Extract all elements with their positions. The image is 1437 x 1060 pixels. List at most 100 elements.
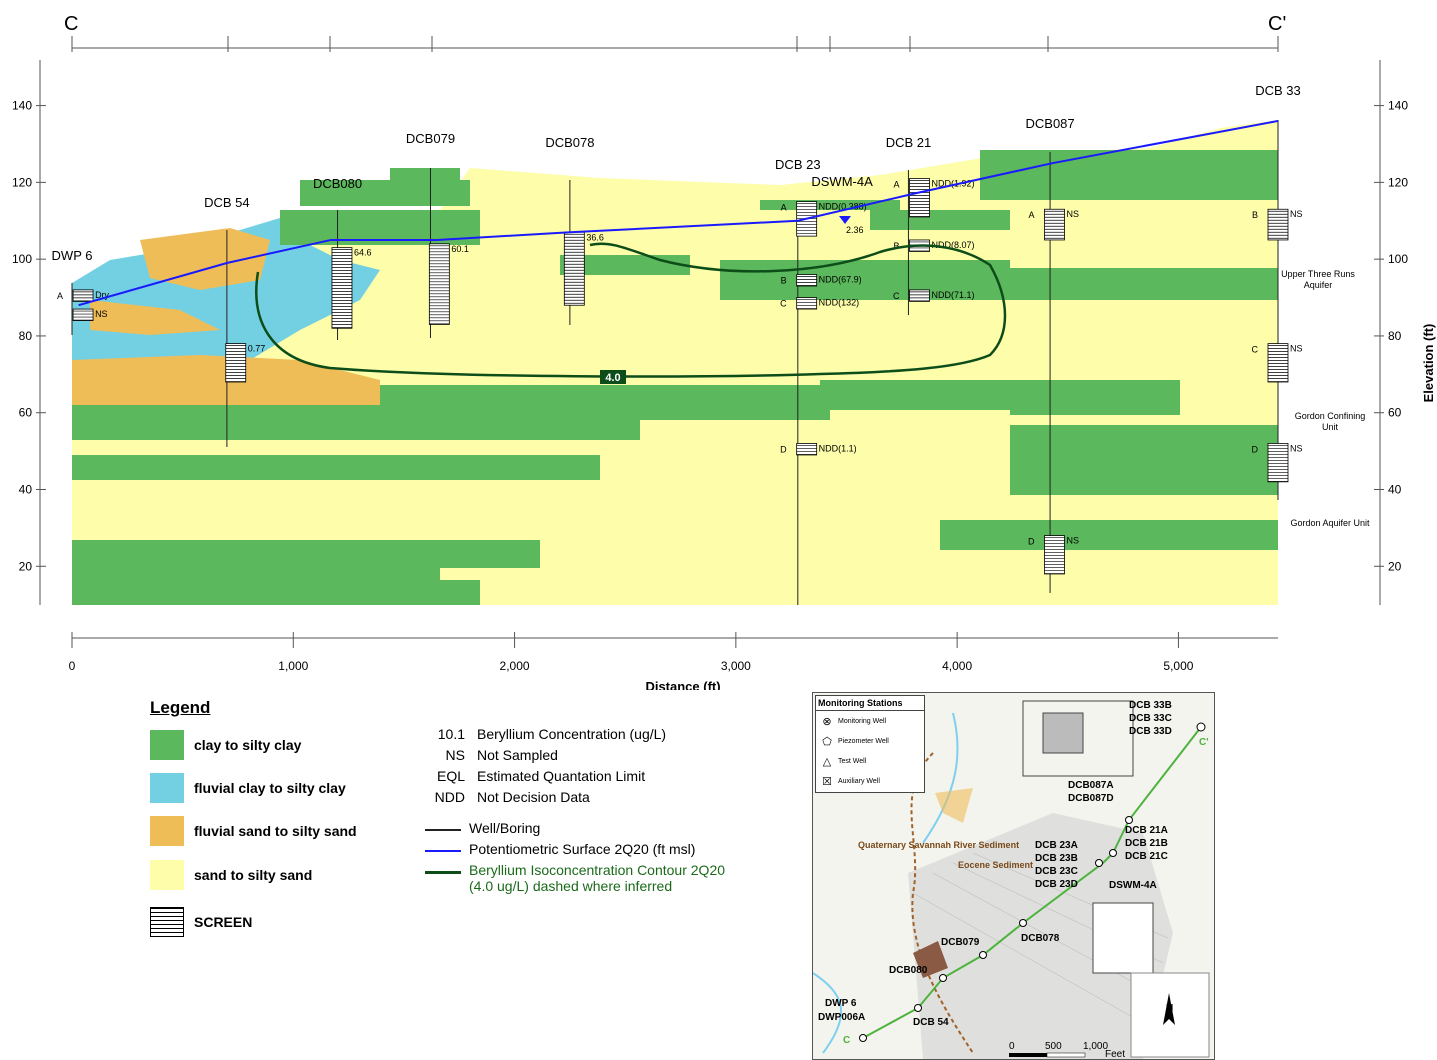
clay-band — [940, 520, 1278, 550]
legend-fluvial-clay-label: fluvial clay to silty clay — [194, 780, 346, 796]
y-tick-label: 100 — [12, 252, 32, 266]
x-tick-label: 4,000 — [942, 659, 972, 673]
well-label: DCB 54 — [204, 195, 250, 210]
screen-value: 64.6 — [354, 248, 372, 258]
screen-zone: D — [1252, 444, 1259, 454]
x-tick-label: 0 — [69, 659, 76, 673]
y-tick-label: 80 — [19, 329, 33, 343]
screen: NSD — [1028, 535, 1079, 575]
map-label: C — [843, 1035, 850, 1046]
map-label: DCB 23B — [1035, 853, 1078, 864]
scale-1000: 1,000 — [1083, 1041, 1108, 1052]
well-label: DCB 23 — [775, 157, 821, 172]
contour-line-sample — [425, 871, 461, 874]
map-label: DCB087A — [1068, 780, 1114, 791]
abbr-text: Estimated Quantation Limit — [477, 768, 646, 784]
screen-zone: D — [780, 444, 787, 454]
screen-value: NS — [1067, 209, 1080, 219]
screen-value: NS — [1290, 209, 1303, 219]
piezometer-well-icon: ⬠ — [822, 735, 832, 748]
unit-label: Aquifer — [1304, 280, 1333, 290]
abbr-code: NDD — [434, 789, 465, 805]
y-tick-label: 80 — [1388, 329, 1402, 343]
x-tick-label: 1,000 — [278, 659, 308, 673]
y-axis-label: Elevation (ft) — [1421, 324, 1436, 403]
screen: NDD(1.92)A — [894, 178, 975, 218]
screen-box — [796, 274, 818, 287]
fluvial-sand-zone — [140, 228, 270, 290]
y-tick-label: 100 — [1388, 252, 1408, 266]
legend-fluvial-sand: fluvial sand to silty sand — [150, 816, 357, 846]
screen-box — [331, 247, 353, 329]
legend-clay-label: clay to silty clay — [194, 737, 302, 753]
screen-zone: D — [1028, 537, 1035, 547]
clay-bands — [72, 150, 1278, 605]
screen-box — [796, 443, 818, 456]
map-label: DSWM-4A — [1109, 880, 1157, 891]
y-tick-label: 140 — [12, 99, 32, 113]
test-well-icon: △ — [822, 755, 832, 768]
line-legend-potentiometric: Potentiometric Surface 2Q20 (ft msl) — [469, 841, 696, 857]
monitoring-well-icon: ⊗ — [822, 715, 832, 728]
screen: NS B — [1252, 208, 1303, 241]
potentiometric-line-sample — [425, 850, 461, 852]
clay-band — [1010, 380, 1180, 415]
section-start-label: C — [64, 13, 78, 35]
screen: NS D — [1252, 443, 1303, 483]
fluvial-sand-zone-2 — [72, 355, 380, 410]
legend-fluvial-clay: fluvial clay to silty clay — [150, 773, 346, 803]
screen-box — [72, 289, 94, 302]
screen-zone: C — [893, 291, 900, 301]
map-label: DCB 23A — [1035, 840, 1078, 851]
clay-band — [720, 260, 1010, 300]
clay-band — [72, 580, 480, 605]
map-label: DCB 33B — [1129, 700, 1172, 711]
clay-band — [380, 385, 830, 420]
clay-band — [1010, 425, 1278, 495]
screen-box — [909, 289, 930, 302]
map-label: DCB 33D — [1129, 726, 1172, 737]
y-tick-label: 20 — [19, 559, 33, 573]
station-label: Monitoring Well — [838, 717, 887, 725]
y-tick-label: 40 — [1388, 483, 1402, 497]
screen: 60.1 — [428, 243, 469, 325]
screen-box — [1267, 343, 1289, 383]
map-label: DWP 6 — [825, 998, 857, 1009]
clay-band — [760, 200, 900, 210]
frame — [39, 47, 1381, 639]
y-tick-label: 120 — [12, 175, 32, 189]
well-label: DCB 21 — [886, 135, 932, 150]
screen-zone: C — [1252, 345, 1259, 355]
screen-value: NDD(0.388) — [819, 202, 867, 212]
screen-value: NS — [1290, 344, 1303, 354]
map-label: DCB 54 — [913, 1017, 949, 1028]
screen-value: 0.77 — [248, 344, 266, 354]
unit-label: Upper Three Runs — [1281, 269, 1355, 279]
top-ticks — [71, 36, 1279, 52]
screen-box — [225, 343, 247, 383]
map-label: DWP006A — [818, 1012, 865, 1023]
screen: NSA — [1028, 208, 1080, 241]
water-level-marker: 2.36 — [839, 216, 864, 235]
y-tick-label: 20 — [1388, 559, 1402, 573]
abbr-code: 10.1 — [437, 726, 465, 742]
auxiliary-well-icon: ☒ — [822, 775, 832, 788]
screen-value: NS — [1290, 443, 1303, 453]
map-label: DCB 33C — [1129, 713, 1172, 724]
legend-screen-label: SCREEN — [194, 914, 253, 930]
stations-title: Monitoring Stations — [816, 696, 924, 711]
y-tick-label: 140 — [1388, 99, 1408, 113]
unit-label: Gordon Aquifer Unit — [1290, 518, 1370, 528]
screen: NDD(71.1)C — [893, 289, 975, 302]
monitoring-stations-box: Monitoring Stations ⊗Monitoring Well ⬠Pi… — [815, 695, 925, 793]
screen-value: NDD(1.92) — [932, 179, 975, 189]
screen-zone: B — [1252, 210, 1258, 220]
unit-label: Gordon Confining — [1295, 411, 1366, 421]
scale-unit: Feet — [1105, 1049, 1125, 1059]
y-tick-label: 120 — [1388, 175, 1408, 189]
